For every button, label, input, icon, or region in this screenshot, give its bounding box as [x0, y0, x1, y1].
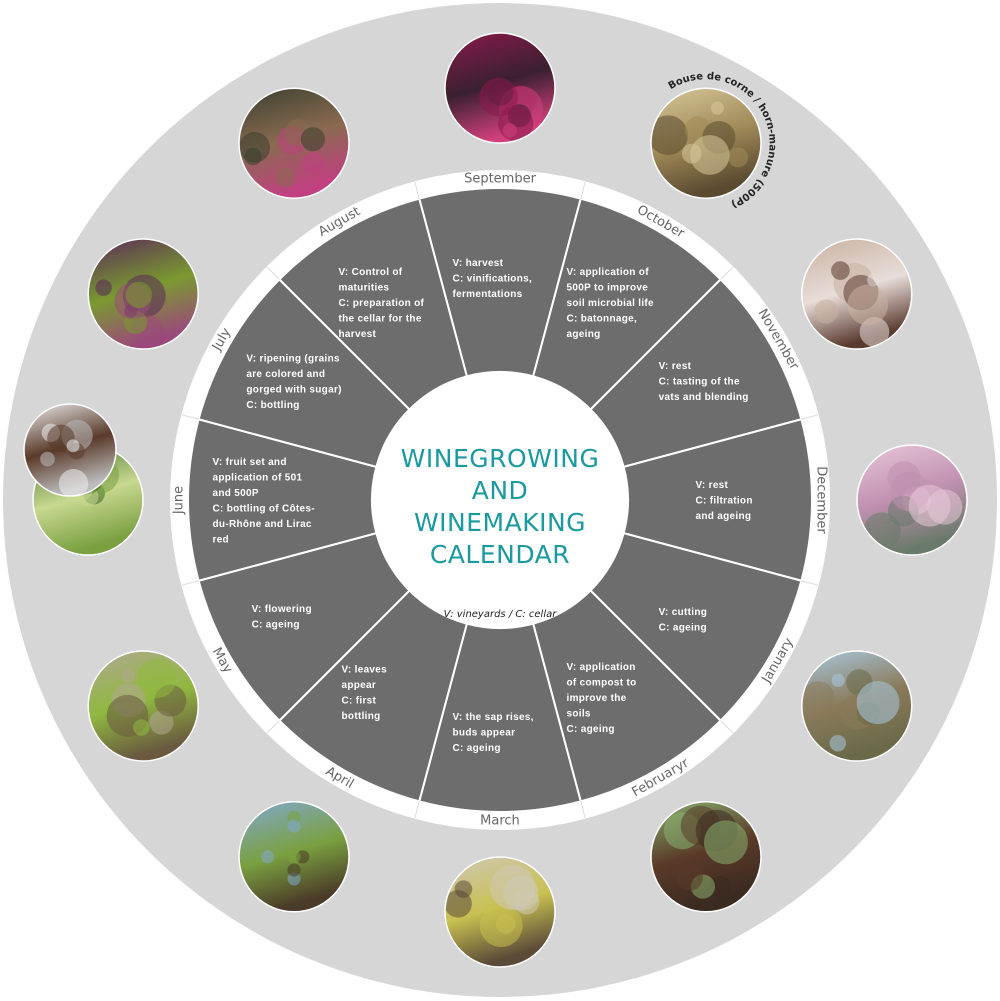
- segment-line: V: fruit set and: [213, 457, 287, 468]
- segment-line: C: tasting of the: [659, 377, 740, 388]
- month-divider: [181, 580, 199, 586]
- month-divider: [720, 720, 734, 734]
- crystals-and-soil-photo-icon: [24, 404, 116, 496]
- segment-line: application of 501: [213, 472, 303, 483]
- segment-line: C: ageing: [567, 724, 615, 735]
- month-label-december: December: [814, 466, 829, 534]
- segment-line: of compost to: [567, 677, 637, 688]
- tasting-photo-icon: [801, 239, 912, 349]
- month-divider: [580, 181, 586, 199]
- segment-line: V: cutting: [659, 607, 708, 618]
- title-line-2: AND: [472, 476, 529, 505]
- month-divider: [181, 414, 199, 420]
- segment-line: V: rest: [696, 480, 729, 491]
- segment-line: C: bottling: [246, 400, 299, 411]
- compost-soil-photo-icon: [651, 801, 761, 912]
- segment-line: du-Rhône and Lirac: [213, 519, 312, 530]
- month-divider: [266, 720, 280, 734]
- month-divider: [720, 266, 734, 280]
- segment-line: C: filtration: [696, 496, 753, 507]
- month-divider: [801, 414, 819, 420]
- segment-line: C: ageing: [659, 622, 707, 633]
- segment-line: V: ripening (grains: [246, 353, 340, 364]
- segment-line: gorged with sugar): [246, 384, 341, 395]
- segment-line: 500P to improve: [567, 283, 649, 294]
- segment-text-april: V: leaves appear C: first bottling: [342, 665, 388, 723]
- month-divider: [801, 580, 819, 586]
- vine-shoot-photo-icon: [88, 651, 199, 761]
- segment-line: and 500P: [213, 488, 259, 499]
- segment-line: maturities: [339, 283, 390, 294]
- segment-line: appear: [342, 680, 377, 691]
- segment-line: V: rest: [659, 361, 692, 372]
- segment-line: are colored and: [246, 369, 325, 380]
- segment-line: ageing: [567, 329, 601, 340]
- cellar-worker-photo-icon: [445, 33, 555, 143]
- center-disc: [372, 372, 628, 628]
- pruned-vineyard-photo-icon: [801, 651, 912, 761]
- segment-text-august: V: Control of maturities C: preparation of…: [339, 267, 425, 340]
- segment-text-july: V: ripening (grains are colored and gorged…: [246, 353, 341, 411]
- segment-text-may: V: flowering C: ageing: [252, 604, 312, 631]
- month-divider: [266, 266, 280, 280]
- title-line-1: WINEGROWING: [401, 444, 600, 473]
- segment-text-october: V: application of 500P to improve soil mic…: [567, 267, 655, 340]
- segment-line: V: flowering: [252, 604, 312, 615]
- budburst-photo-icon: [445, 857, 555, 967]
- segment-text-june: V: fruit set and application of 501 and 50…: [213, 457, 315, 546]
- month-divider: [414, 181, 420, 199]
- segment-line: the cellar for the: [339, 314, 422, 325]
- legend: V: vineyards / C: cellar: [444, 609, 558, 620]
- segment-line: V: leaves: [342, 665, 388, 676]
- segment-line: improve the: [567, 693, 627, 704]
- segment-text-november: V: rest C: tasting of the vats and blendin…: [659, 361, 749, 403]
- title-line-3: WINEMAKING: [414, 508, 586, 537]
- wine-tanks-photo-icon: [857, 445, 967, 555]
- maturity-check-photo-icon: [239, 88, 349, 199]
- segment-text-september: V: harvest C: vinifications, fermentations: [453, 258, 533, 300]
- segment-line: harvest: [339, 329, 377, 340]
- segment-line: vats and blending: [659, 392, 749, 403]
- segment-line: C: preparation of: [339, 298, 425, 309]
- horn-manure-photo-icon: [651, 88, 761, 199]
- month-photos: Bouse de corne / horn-manure (500P): [23, 32, 968, 968]
- month-label-march: March: [480, 814, 520, 829]
- segment-line: V: application: [567, 662, 636, 673]
- month-divider: [580, 801, 586, 819]
- segment-text-december: V: rest C: filtration and ageing: [696, 480, 753, 522]
- title-line-4: CALENDAR: [430, 540, 570, 569]
- segment-line: soil microbial life: [567, 298, 655, 309]
- segment-line: C: ageing: [453, 743, 501, 754]
- segment-line: V: the sap rises,: [453, 712, 534, 723]
- segment-text-january: V: cutting C: ageing: [659, 607, 708, 634]
- segment-line: C: bottling of Côtes-: [213, 503, 315, 514]
- segment-line: red: [213, 534, 229, 545]
- segment-line: C: batonnage,: [567, 314, 638, 325]
- segment-line: and ageing: [696, 511, 752, 522]
- segment-line: V: Control of: [339, 267, 403, 278]
- month-label-june: June: [172, 486, 187, 515]
- segment-line: C: vinifications,: [453, 274, 533, 285]
- segment-line: C: ageing: [252, 619, 300, 630]
- month-label-september: September: [464, 172, 537, 187]
- young-leaves-photo-icon: [239, 801, 349, 912]
- ripening-grapes-photo-icon: [88, 239, 199, 349]
- segment-line: C: first: [342, 696, 377, 707]
- segment-line: buds appear: [453, 728, 516, 739]
- segment-line: fermentations: [453, 289, 523, 300]
- segment-text-februaryr: V: application of compost to improve the so…: [567, 662, 637, 735]
- segment-line: V: application of: [567, 267, 650, 278]
- month-divider: [414, 801, 420, 819]
- segment-text-march: V: the sap rises, buds appear C: ageing: [453, 712, 534, 754]
- segment-line: bottling: [342, 711, 381, 722]
- segment-line: soils: [567, 708, 591, 719]
- segment-line: V: harvest: [453, 258, 504, 269]
